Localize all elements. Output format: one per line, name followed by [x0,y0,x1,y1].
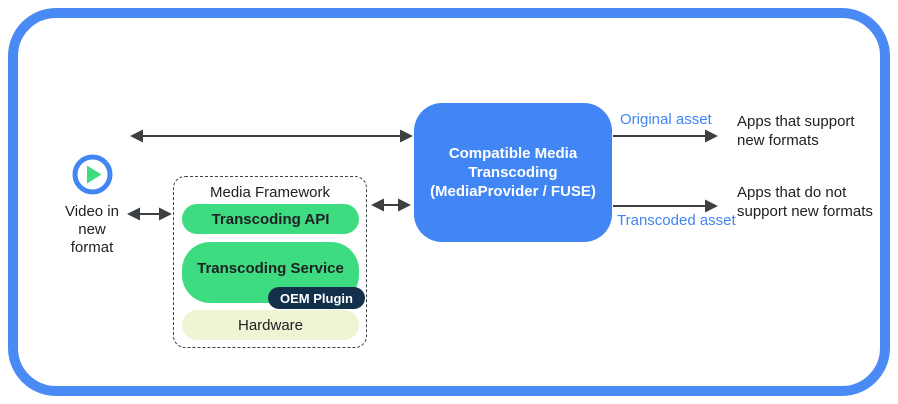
source-video-label: Video in new format [65,203,119,256]
play-icon [72,154,113,195]
dest-apps-support: Apps that support new formats [737,113,855,149]
layer-hardware: Hardware [182,310,359,340]
media-framework-title: Media Framework [209,184,331,201]
layer-oem-plugin: OEM Plugin [268,287,365,309]
original-asset-label: Original asset [620,111,712,128]
transcoded-asset-label: Transcoded asset [617,212,736,229]
media-framework-box: Media Framework Transcoding API Transcod… [173,176,367,348]
layer-transcoding-api: Transcoding API [182,204,359,234]
dest-apps-no-support: Apps that do not support new formats [737,184,873,220]
transcoder-label: Compatible Media Transcoding (MediaProvi… [430,145,596,200]
transcoder-box: Compatible Media Transcoding (MediaProvi… [414,103,612,242]
